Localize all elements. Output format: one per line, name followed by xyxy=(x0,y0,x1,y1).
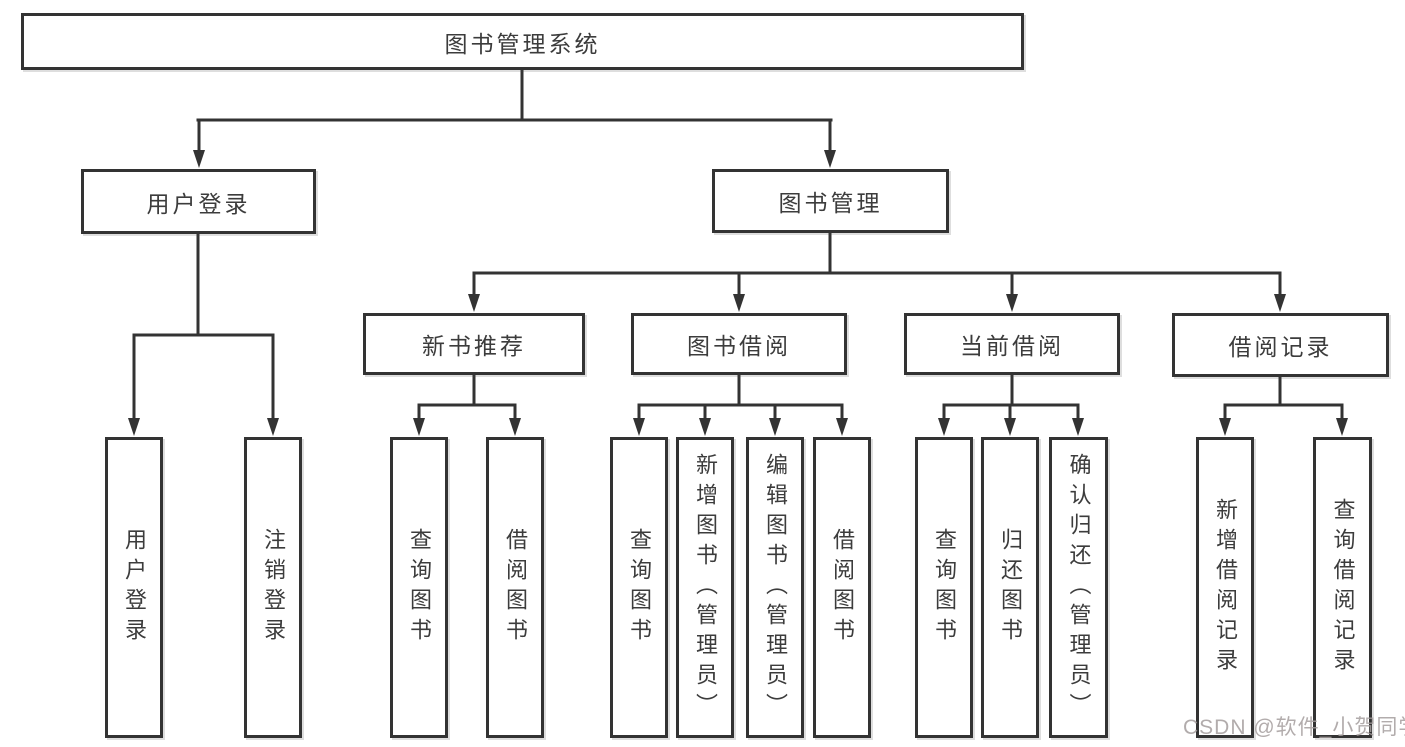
node-book-management: 图书管理 xyxy=(712,169,949,233)
node-label: 用户登录 xyxy=(122,527,147,648)
leaf-user-login: 用户登录 xyxy=(105,437,163,738)
node-new-book-recommend: 新书推荐 xyxy=(363,313,585,375)
leaf-confirm-return-admin: 确认归还（管理员） xyxy=(1049,437,1108,738)
node-label: 图书管理 xyxy=(778,190,883,216)
node-label: 借阅图书 xyxy=(830,527,855,648)
leaf-borrow-books: 借阅图书 xyxy=(813,437,871,738)
node-label: 新增借阅记录 xyxy=(1213,497,1238,678)
csdn-watermark: CSDN @软件_小贺同学 xyxy=(1183,716,1405,739)
leaf-add-book-admin: 新增图书（管理员） xyxy=(676,437,734,738)
leaf-query-books-recommend: 查询图书 xyxy=(390,437,448,738)
leaf-borrow-books-recommend: 借阅图书 xyxy=(486,437,544,738)
node-book-borrowing: 图书借阅 xyxy=(631,313,847,375)
node-label: 归还图书 xyxy=(998,527,1023,648)
node-label: 查询借阅记录 xyxy=(1330,497,1356,678)
node-borrowing-records: 借阅记录 xyxy=(1172,313,1389,377)
node-label: 新增图书（管理员） xyxy=(693,452,718,723)
leaf-edit-book-admin: 编辑图书（管理员） xyxy=(746,437,804,738)
node-library-management-system: 图书管理系统 xyxy=(21,13,1024,70)
leaf-query-books-current: 查询图书 xyxy=(915,437,973,738)
node-label: 当前借阅 xyxy=(960,333,1064,359)
leaf-return-book: 归还图书 xyxy=(981,437,1039,738)
arrow-heads xyxy=(128,150,1348,436)
leaf-query-borrow-record: 查询借阅记录 xyxy=(1313,437,1372,738)
node-label: 借阅图书 xyxy=(503,527,528,648)
node-label: 新书推荐 xyxy=(422,333,526,359)
node-label: 图书借阅 xyxy=(687,333,791,359)
leaf-query-books-borrow: 查询图书 xyxy=(610,437,668,738)
leaf-add-borrow-record: 新增借阅记录 xyxy=(1196,437,1254,738)
node-user-login: 用户登录 xyxy=(81,169,316,234)
node-label: 注销登录 xyxy=(261,527,286,648)
node-label: 查询图书 xyxy=(407,527,432,648)
node-label: 查询图书 xyxy=(627,527,652,648)
leaf-logout: 注销登录 xyxy=(244,437,302,738)
node-current-borrowing: 当前借阅 xyxy=(904,313,1120,375)
node-label: 编辑图书（管理员） xyxy=(763,452,788,723)
node-label: 确认归还（管理员） xyxy=(1066,452,1092,723)
node-label: 查询图书 xyxy=(932,527,957,648)
node-label: 用户登录 xyxy=(146,190,251,217)
node-label: 图书管理系统 xyxy=(444,30,601,57)
node-label: 借阅记录 xyxy=(1228,334,1333,360)
